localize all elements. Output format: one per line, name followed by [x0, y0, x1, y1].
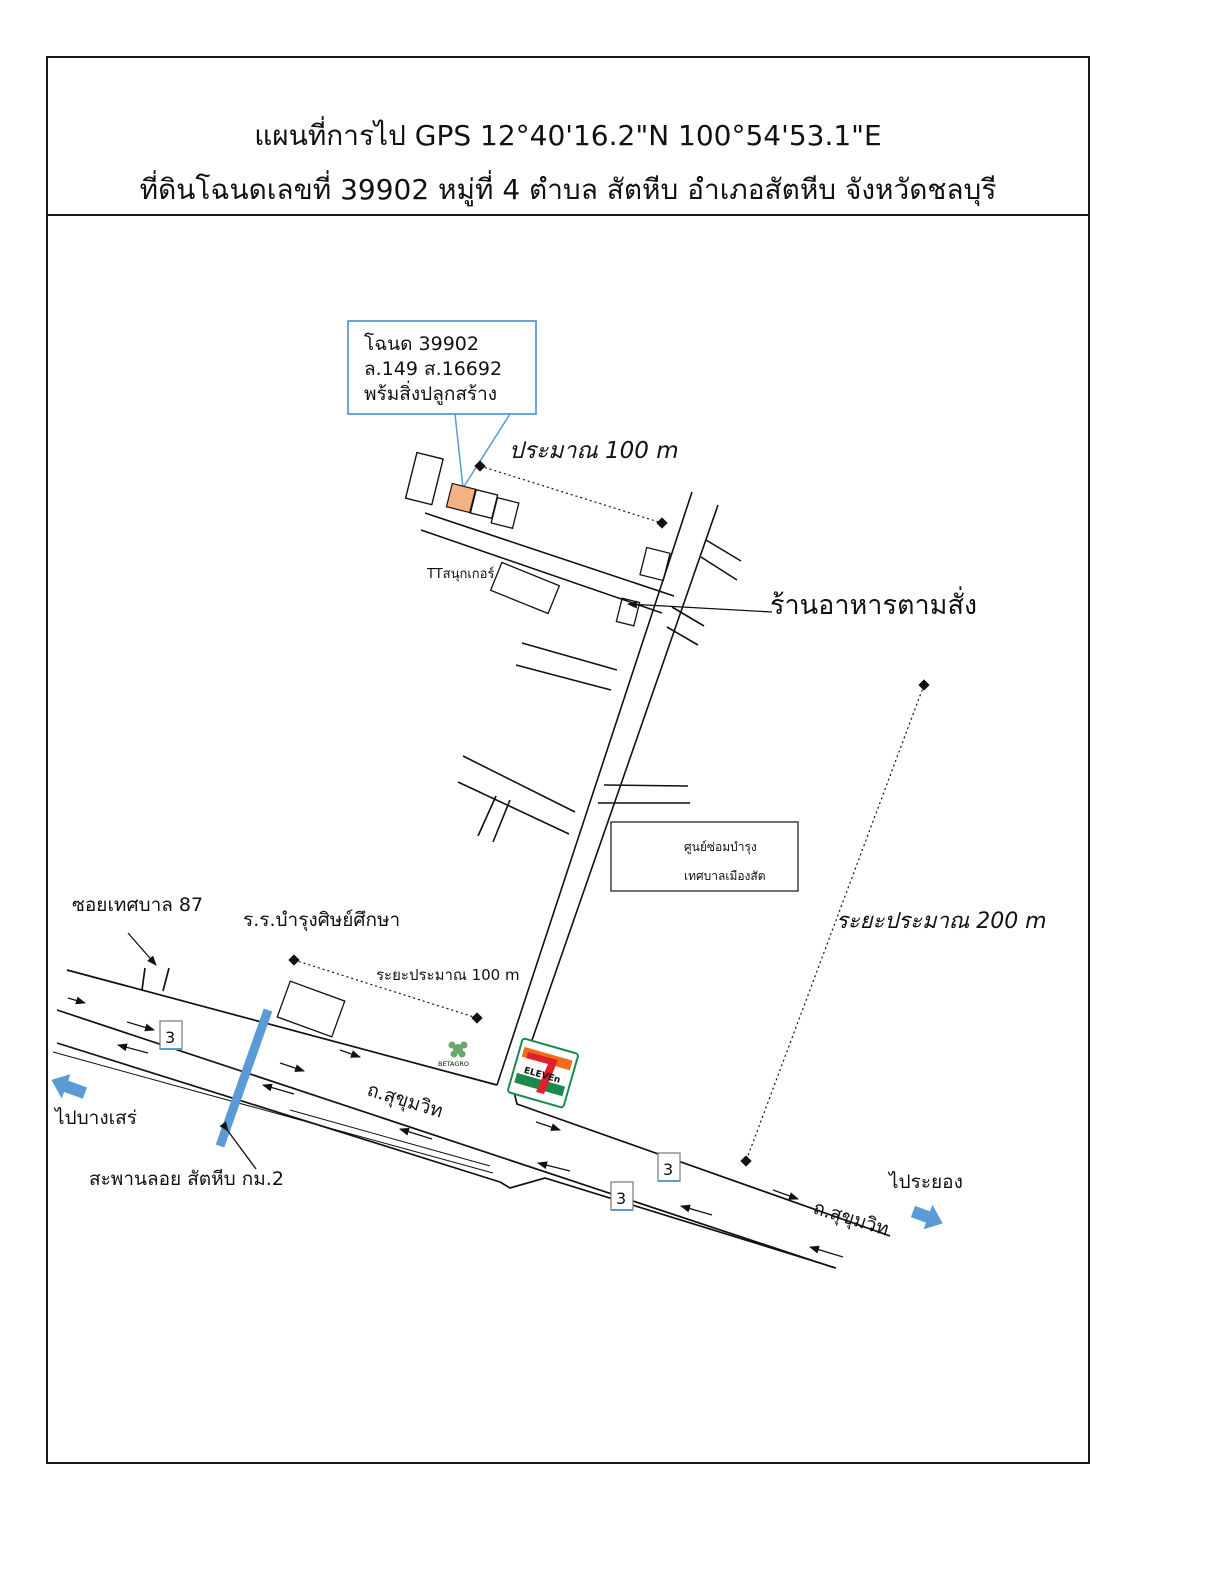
seven-eleven-logo: ELEVEn: [507, 1037, 579, 1109]
callout-pointer: [454, 413, 511, 491]
repair-center-label-2: เทศบาลเมืองสัต: [684, 869, 766, 883]
map-subtitle: ที่ดินโฉนดเลขที่ 39902 หมู่ที่ 4 ตำบล สั…: [139, 173, 997, 206]
route-number-label: 3: [663, 1160, 673, 1179]
arrow-to-rayong-icon: [910, 1204, 943, 1230]
soi-road: [420, 491, 742, 1093]
route-number-label: 3: [165, 1028, 175, 1047]
distance-200-label: ระยะประมาณ 200 m: [836, 909, 1047, 934]
svg-text:BETAGRO: BETAGRO: [438, 1060, 469, 1068]
building: [404, 451, 444, 506]
map-frame: แผนที่การไป GPS 12°40'16.2"N 100°54'53.1…: [46, 56, 1090, 1464]
building: [490, 496, 520, 530]
map-header: แผนที่การไป GPS 12°40'16.2"N 100°54'53.1…: [48, 58, 1088, 216]
tt-snooker-label: TTสนุกเกอร์: [426, 566, 494, 582]
deed-structure-label: พร้มสิ่งปลูกสร้าง: [364, 380, 497, 405]
traffic-arrows: [67, 996, 844, 1258]
school-building: [276, 980, 346, 1038]
route-3-sign-icon: 3: [610, 1181, 634, 1211]
tt-snooker-building: [489, 561, 561, 615]
deed-volume-label: ล.149 ส.16692: [364, 358, 502, 380]
road-name-label: ถ.สุขุมวิท: [810, 1197, 891, 1242]
sukhumvit-road: [52, 967, 891, 1269]
repair-center-label-1: ศูนย์ซ่อมบำรุง: [684, 840, 757, 855]
arrow-to-bang-saen-icon: [51, 1074, 87, 1099]
route-3-sign-icon: 3: [657, 1152, 681, 1182]
bridge-label: สะพานลอย สัตหีบ กม.2: [89, 1168, 284, 1190]
map-title: แผนที่การไป GPS 12°40'16.2"N 100°54'53.1…: [254, 119, 882, 152]
distance-top-label: ประมาณ 100 m: [509, 438, 679, 464]
distance-markers: [288, 460, 930, 1167]
repair-center-box: [610, 821, 799, 892]
restaurant-label: ร้านอาหารตามสั่ง: [770, 586, 977, 621]
deed-number-label: โฉนด 39902: [364, 332, 479, 355]
soi-87-label: ซอยเทศบาล 87: [72, 894, 203, 916]
to-bang-saen-label: ไปบางเสร่: [53, 1107, 137, 1129]
distance-100-label: ระยะประมาณ 100 m: [376, 966, 520, 984]
pointer-arrows: [127, 600, 773, 1170]
target-plot: [445, 482, 477, 514]
route-3-sign-icon: 3: [159, 1020, 183, 1050]
to-rayong-label: ไประยอง: [887, 1171, 963, 1193]
route-number-label: 3: [616, 1189, 626, 1208]
school-label: ร.ร.บำรุงศิษย์ศึกษา: [243, 909, 400, 932]
restaurant-building: [615, 597, 641, 627]
building: [639, 546, 671, 582]
betagro-logo: BETAGRO: [438, 1041, 469, 1068]
